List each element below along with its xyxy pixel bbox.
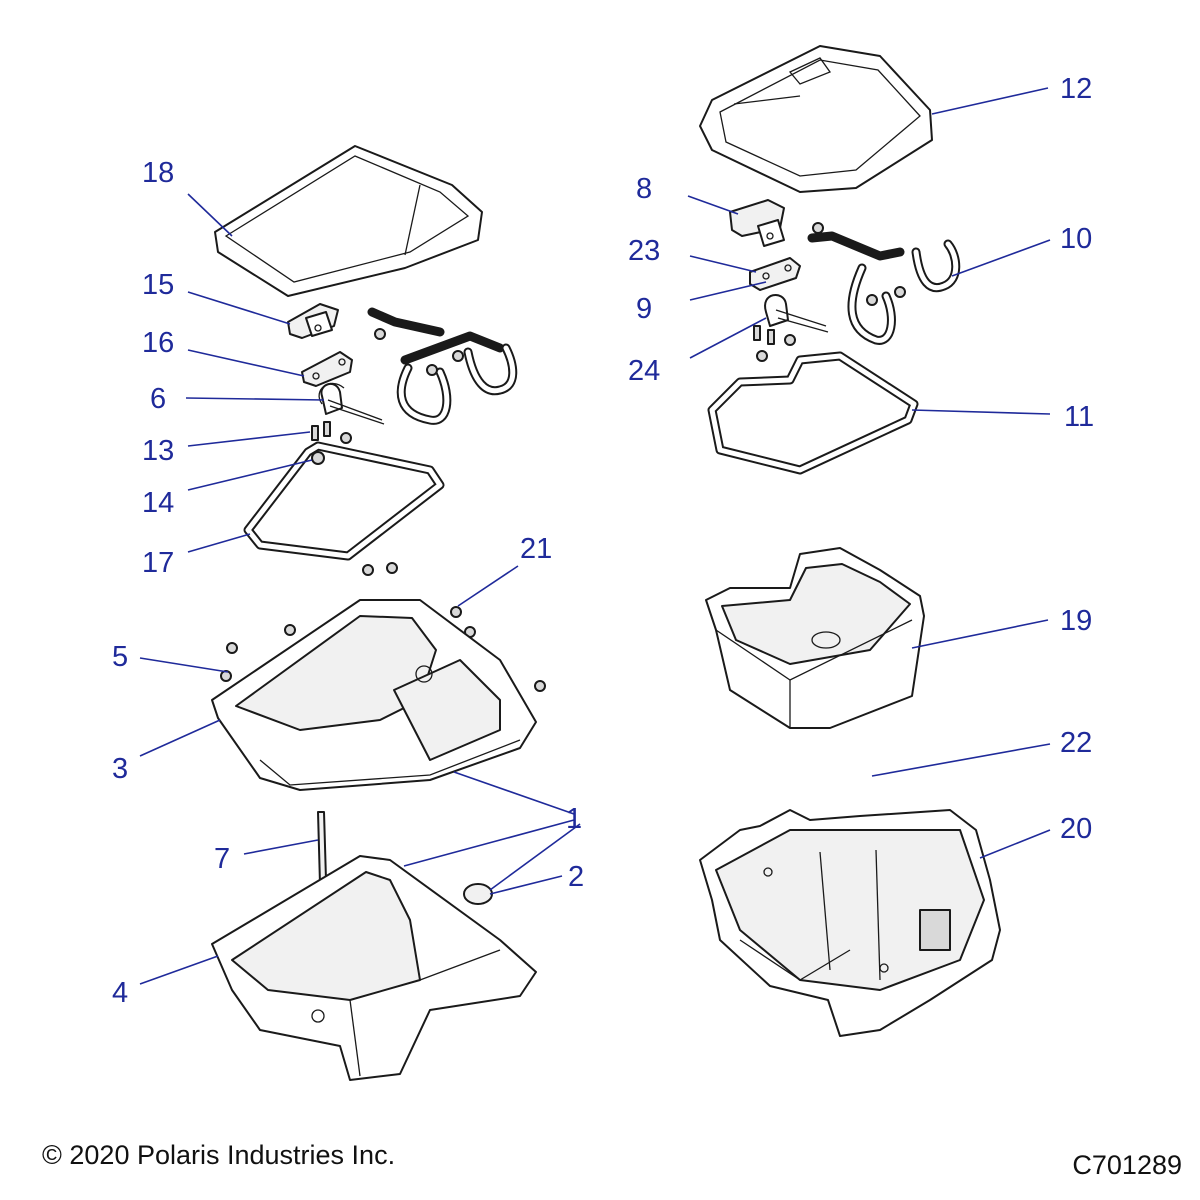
callout-14: 14 bbox=[142, 487, 174, 519]
part-20-lower-housing bbox=[699, 809, 1001, 1037]
callout-16: 16 bbox=[142, 327, 174, 359]
part-5-screw bbox=[220, 642, 238, 682]
part-15-latch bbox=[287, 303, 339, 339]
part-6-cable-release bbox=[318, 382, 385, 425]
part-19-storage-bin bbox=[705, 547, 925, 729]
part-16-bracket bbox=[301, 351, 353, 387]
part-17-seal-frame bbox=[243, 441, 445, 561]
part-4-lower-tub bbox=[211, 855, 537, 1081]
callout-4: 4 bbox=[112, 977, 128, 1009]
callout-18: 18 bbox=[142, 157, 174, 189]
drawing-number: C701289 bbox=[1072, 1150, 1182, 1180]
callout-23: 23 bbox=[628, 235, 660, 267]
part-12-seat-cushion bbox=[699, 45, 933, 193]
callout-7: 7 bbox=[214, 843, 230, 875]
callout-9: 9 bbox=[636, 293, 652, 325]
callout-12: 12 bbox=[1060, 73, 1092, 105]
callout-13: 13 bbox=[142, 435, 174, 467]
part-24-cable-release bbox=[753, 294, 829, 362]
callout-6: 6 bbox=[150, 383, 166, 415]
callout-2: 2 bbox=[568, 861, 584, 893]
part-18-seat-cushion bbox=[214, 145, 483, 297]
leader-lines bbox=[139, 87, 1051, 985]
copyright-text: © 2020 Polaris Industries Inc. bbox=[42, 1140, 396, 1170]
callout-11: 11 bbox=[1064, 401, 1094, 433]
callout-1: 1 bbox=[566, 803, 582, 835]
part-7-strap bbox=[317, 811, 327, 885]
part-8-latch bbox=[729, 199, 785, 247]
callout-15: 15 bbox=[142, 269, 174, 301]
callout-5: 5 bbox=[112, 641, 128, 673]
callout-8: 8 bbox=[636, 173, 652, 205]
callout-20: 20 bbox=[1060, 813, 1092, 845]
callout-10: 10 bbox=[1060, 223, 1092, 255]
part-2-plug bbox=[463, 883, 493, 905]
callout-3: 3 bbox=[112, 753, 128, 785]
callout-labels: 12 18 8 10 23 15 9 16 24 6 11 13 14 21 1… bbox=[112, 73, 1094, 1009]
part-13-screws bbox=[311, 421, 352, 444]
part-10-seat-bracket bbox=[807, 222, 961, 345]
callout-21: 21 bbox=[520, 533, 552, 565]
left-seat-bracket bbox=[367, 307, 518, 425]
part-23-bracket bbox=[749, 257, 801, 291]
callout-19: 19 bbox=[1060, 605, 1092, 637]
callout-24: 24 bbox=[628, 355, 660, 387]
callout-17: 17 bbox=[142, 547, 174, 579]
callout-22: 22 bbox=[1060, 727, 1092, 759]
part-14-screw bbox=[311, 451, 325, 465]
part-3-upper-tray bbox=[211, 599, 537, 791]
part-11-seal-frame bbox=[707, 351, 919, 475]
